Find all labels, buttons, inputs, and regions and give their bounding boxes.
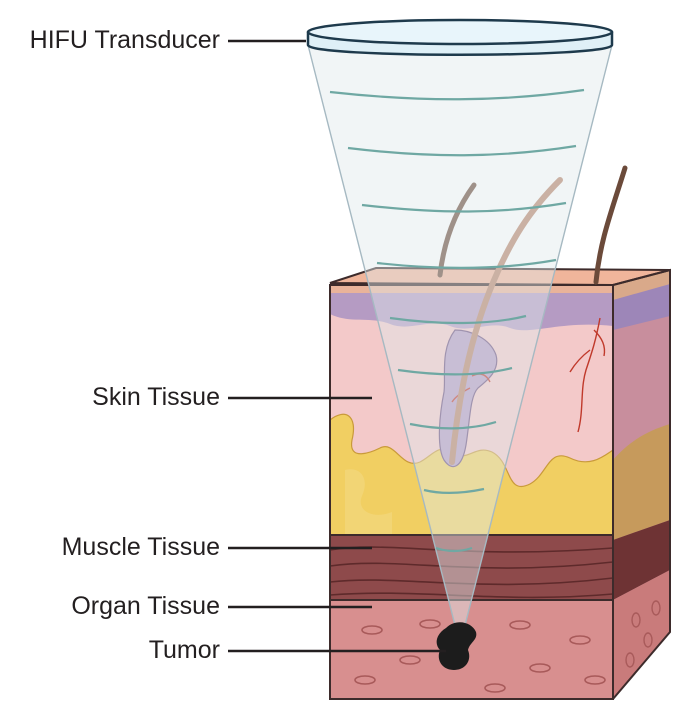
label-skin-tissue: Skin Tissue: [92, 383, 220, 411]
label-hifu-transducer: HIFU Transducer: [30, 26, 220, 54]
label-tumor: Tumor: [149, 636, 220, 664]
organ-layer: [330, 600, 613, 699]
hifu-transducer: [308, 20, 612, 55]
label-organ-tissue: Organ Tissue: [71, 592, 220, 620]
label-muscle-tissue: Muscle Tissue: [62, 533, 220, 561]
